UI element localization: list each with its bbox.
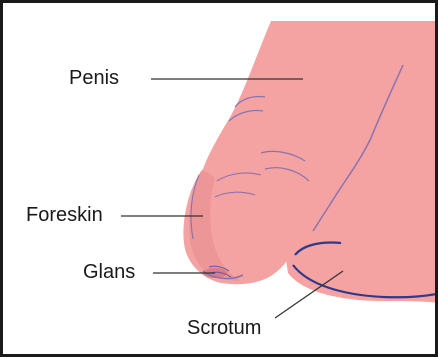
penis-label: Penis <box>69 68 119 88</box>
anatomy-illustration <box>3 3 438 357</box>
scrotum-label: Scrotum <box>187 318 261 338</box>
penis-shaft-shape <box>183 21 438 288</box>
glans-label: Glans <box>83 262 135 282</box>
foreskin-label: Foreskin <box>26 205 103 225</box>
